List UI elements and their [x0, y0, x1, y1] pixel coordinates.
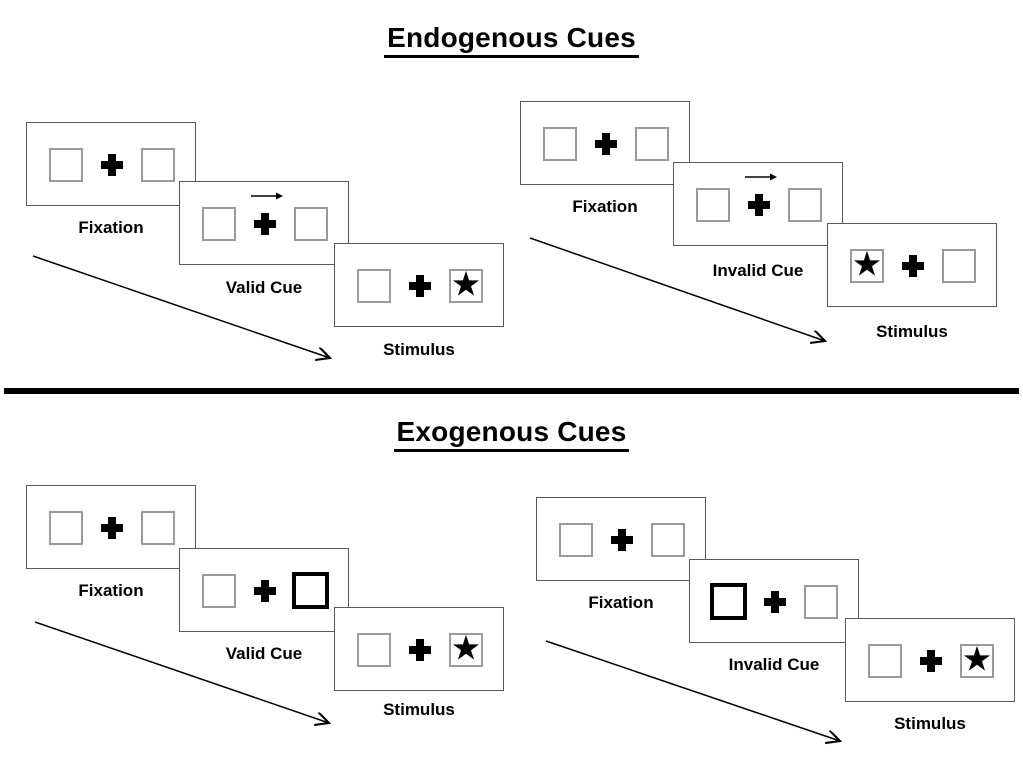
endo-invalid-stimulus-card: ★ [827, 223, 997, 307]
left-placeholder-box [559, 523, 593, 557]
card-label-stimulus: Stimulus [894, 714, 966, 733]
section-title-exogenous-row: Exogenous Cues [0, 416, 1023, 452]
section-divider [4, 388, 1019, 394]
right-placeholder-box [294, 207, 328, 241]
right-placeholder-box [804, 585, 838, 619]
fixation-cross-icon [764, 591, 786, 613]
right-placeholder-box [788, 188, 822, 222]
fixation-cross-icon [409, 275, 431, 297]
left-placeholder-box [357, 633, 391, 667]
card-label-fixation: Fixation [572, 197, 638, 216]
right-cue-arrow-icon [745, 173, 777, 181]
star-icon: ★ [961, 639, 993, 680]
card-label-stimulus: Stimulus [383, 700, 455, 719]
left-placeholder-box [202, 574, 236, 608]
fixation-cross-icon [101, 517, 123, 539]
exo-valid-fixation-card [26, 485, 196, 569]
timeline-arrow-exogenous-invalid [545, 640, 840, 741]
star-icon: ★ [450, 264, 482, 305]
left-placeholder-box [357, 269, 391, 303]
right-placeholder-box [942, 249, 976, 283]
left-placeholder-box [543, 127, 577, 161]
exo-valid-cue-card [179, 548, 349, 632]
fixation-cross-icon [902, 255, 924, 277]
timeline-arrow-endogenous-invalid [529, 237, 825, 341]
fixation-cross-icon [748, 194, 770, 216]
endo-invalid-cue-card [673, 162, 843, 246]
left-highlight-cue-box [710, 583, 747, 620]
section-title-endogenous-row: Endogenous Cues [0, 22, 1023, 58]
right-highlight-cue-box [292, 572, 329, 609]
endo-valid-fixation-card [26, 122, 196, 206]
card-label-valid-cue: Valid Cue [225, 644, 303, 663]
fixation-cross-icon [920, 650, 942, 672]
endo-valid-stimulus-card: ★ [334, 243, 504, 327]
fixation-cross-icon [254, 213, 276, 235]
card-label-fixation: Fixation [588, 593, 654, 612]
timeline-arrow-exogenous-valid [34, 621, 329, 723]
section-title-exogenous: Exogenous Cues [393, 416, 630, 452]
card-label-fixation: Fixation [78, 218, 144, 237]
right-placeholder-box [635, 127, 669, 161]
fixation-cross-icon [611, 529, 633, 551]
endo-valid-cue-card [179, 181, 349, 265]
card-label-stimulus: Stimulus [383, 340, 455, 359]
right-placeholder-box [651, 523, 685, 557]
left-placeholder-box [696, 188, 730, 222]
right-cue-arrow-icon [251, 192, 283, 200]
fixation-cross-icon [254, 580, 276, 602]
section-title-endogenous: Endogenous Cues [384, 22, 639, 58]
right-placeholder-box [141, 511, 175, 545]
right-target-box: ★ [449, 264, 483, 305]
card-label-invalid-cue: Invalid Cue [728, 655, 820, 674]
star-icon: ★ [450, 628, 482, 669]
left-target-box: ★ [850, 244, 884, 285]
fixation-cross-icon [101, 154, 123, 176]
exo-invalid-cue-card [689, 559, 859, 643]
card-label-fixation: Fixation [78, 581, 144, 600]
fixation-cross-icon [409, 639, 431, 661]
left-placeholder-box [49, 511, 83, 545]
timeline-arrow-endogenous-valid [32, 255, 330, 358]
endo-invalid-fixation-card [520, 101, 690, 185]
star-icon: ★ [851, 244, 883, 285]
left-placeholder-box [202, 207, 236, 241]
exo-invalid-stimulus-card: ★ [845, 618, 1015, 702]
fixation-cross-icon [595, 133, 617, 155]
card-label-stimulus: Stimulus [876, 322, 948, 341]
left-placeholder-box [868, 644, 902, 678]
right-target-box: ★ [960, 639, 994, 680]
card-label-valid-cue: Valid Cue [225, 278, 303, 297]
right-target-box: ★ [449, 628, 483, 669]
exo-valid-stimulus-card: ★ [334, 607, 504, 691]
exo-invalid-fixation-card [536, 497, 706, 581]
right-placeholder-box [141, 148, 175, 182]
left-placeholder-box [49, 148, 83, 182]
card-label-invalid-cue: Invalid Cue [712, 261, 804, 280]
